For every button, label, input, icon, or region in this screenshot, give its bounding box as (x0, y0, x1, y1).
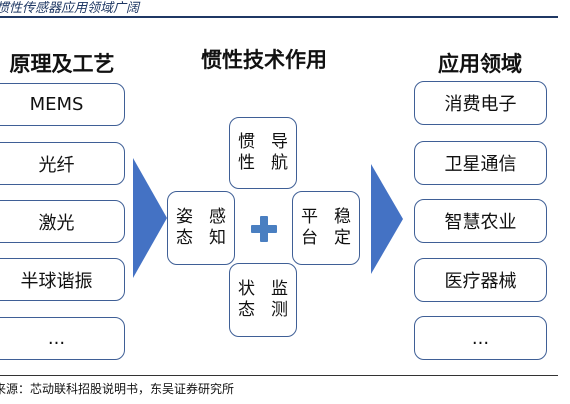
function-label-line: 监测 (271, 279, 288, 320)
title-underline (0, 16, 558, 18)
function-box-status-monitoring: 状态 监测 (229, 263, 297, 337)
tech-box-mems: MEMS (0, 83, 125, 126)
function-box-inertial-navigation: 惯性 导航 (229, 117, 297, 189)
function-label-line: 惯性 (238, 132, 255, 173)
function-label-line: 姿态 (176, 207, 193, 248)
application-box-more: ... (414, 316, 547, 360)
application-box-medical-devices: 医疗器械 (414, 258, 547, 302)
function-label-line: 状态 (238, 279, 255, 320)
application-box-smart-agriculture: 智慧农业 (414, 199, 547, 243)
function-label-line: 感知 (209, 207, 226, 248)
application-box-consumer-electronics: 消费电子 (414, 81, 547, 125)
footer-rule (0, 375, 558, 376)
right-arrow-shape (371, 164, 403, 274)
source-note: 来源：芯动联科招股说明书，东吴证券研究所 (0, 382, 235, 396)
function-label-line: 稳定 (334, 207, 351, 248)
tech-box-hemispherical-resonator: 半球谐振 (0, 258, 125, 301)
application-box-satellite-communication: 卫星通信 (414, 141, 547, 185)
tech-box-laser: 激光 (0, 200, 125, 243)
right-column-heading: 应用领域 (438, 52, 522, 76)
plus-vertical-bar (260, 216, 268, 242)
function-box-platform-stabilization: 平台 稳定 (292, 191, 360, 265)
left-arrow-shape (133, 158, 167, 278)
center-to-right-arrow (371, 164, 403, 274)
left-column-heading: 原理及工艺 (9, 52, 115, 76)
function-label-line: 平台 (301, 207, 318, 248)
plus-icon (251, 216, 277, 242)
function-label-line: 导航 (271, 132, 288, 173)
tech-box-more: ... (0, 317, 125, 360)
figure-title: 惯性传感器应用领域广阔 (0, 1, 140, 16)
center-column-heading: 惯性技术作用 (201, 48, 327, 72)
left-to-center-arrow (133, 158, 167, 278)
function-box-attitude-sensing: 姿态 感知 (167, 191, 235, 265)
tech-box-fiber-optic: 光纤 (0, 142, 125, 185)
